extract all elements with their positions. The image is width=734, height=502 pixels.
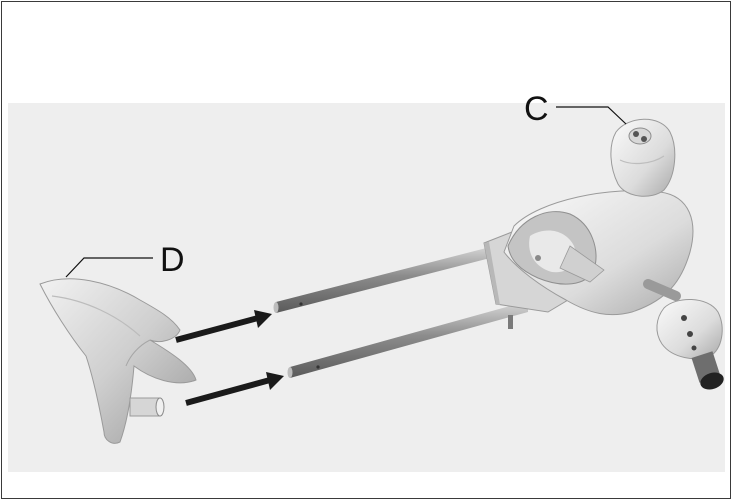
callout-d-label: D [160,241,185,279]
callout-c-label: C [524,90,549,128]
part-c-knob [611,119,675,196]
